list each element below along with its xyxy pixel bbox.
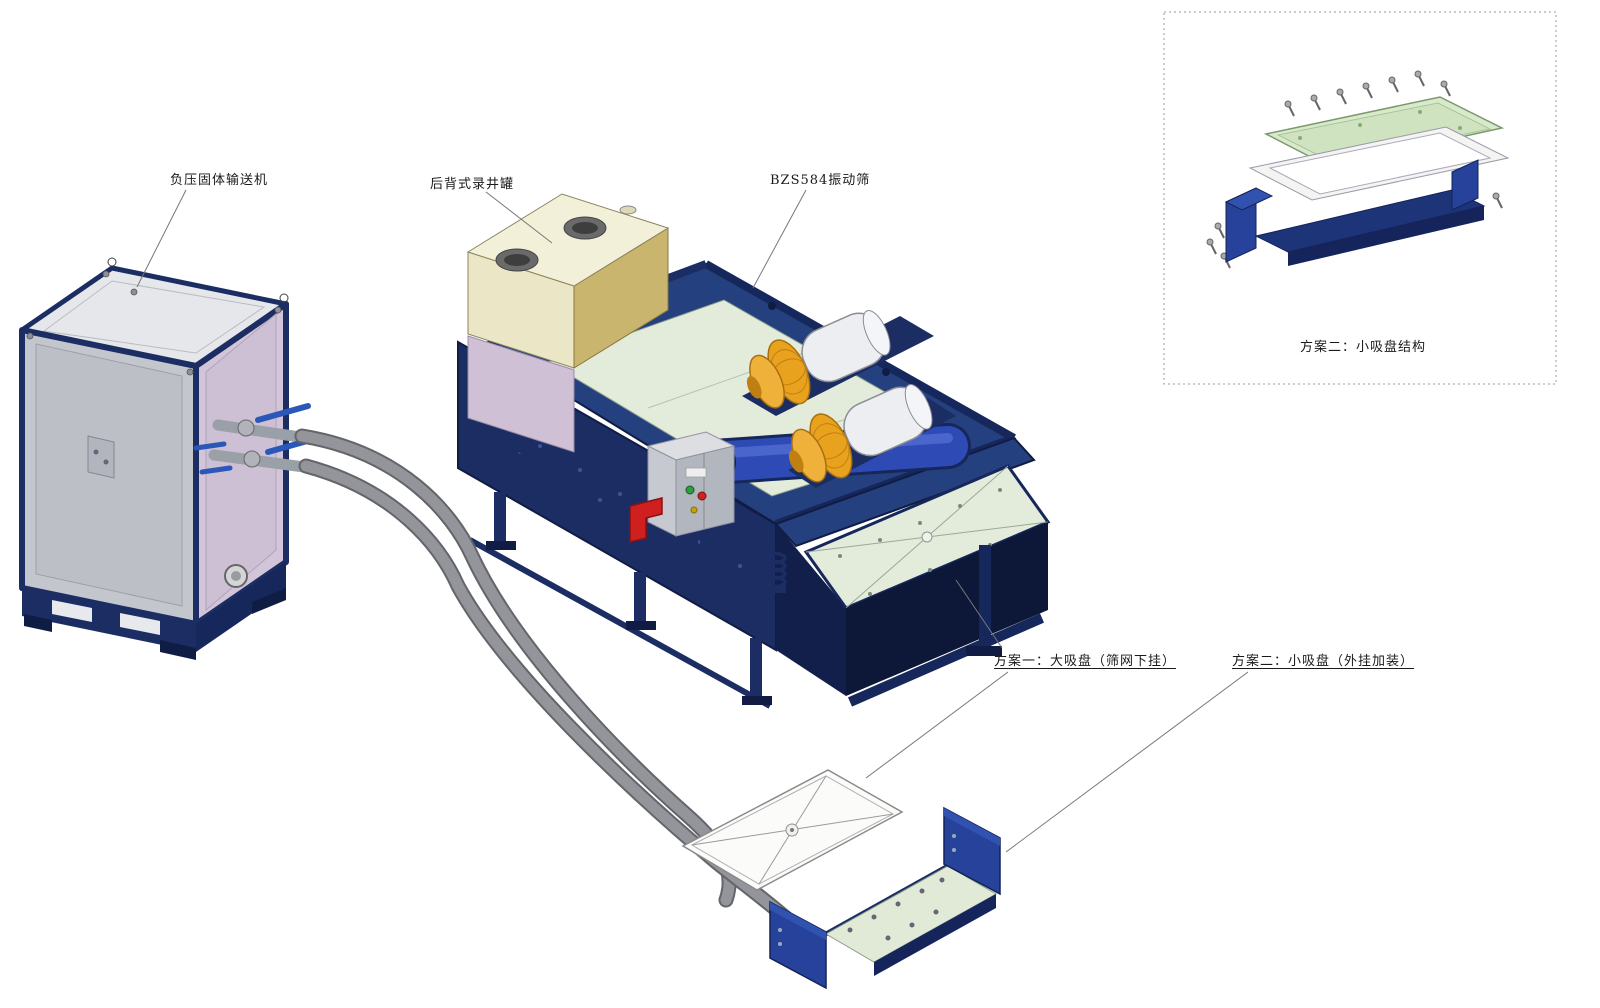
leader-scheme1-up — [955, 579, 1003, 649]
label-shaker: BZS584振动筛 — [770, 173, 871, 188]
valve-handle-4[interactable] — [199, 465, 233, 475]
fork-slot-2 — [120, 613, 160, 635]
suction-plate-large — [681, 769, 904, 891]
button-red[interactable] — [697, 491, 707, 501]
hopper-lavender-panel — [467, 335, 575, 453]
leader-tank — [485, 191, 553, 244]
inset-border — [1163, 11, 1557, 385]
suction-tray-small — [769, 806, 1001, 990]
valve-handle-1[interactable] — [255, 403, 311, 423]
label-scheme1: 方案一：大吸盘（筛网下挂） — [994, 654, 1177, 669]
inset-gasket-frame — [1248, 126, 1510, 201]
conveyor-access-plate — [87, 435, 115, 479]
label-tank: 后背式录井罐 — [430, 177, 515, 192]
label-scheme2: 方案二：小吸盘（外挂加装） — [1232, 654, 1415, 669]
label-conveyor: 负压固体输送机 — [170, 173, 269, 188]
shaker-stand — [468, 492, 1045, 709]
discharge-shadow — [846, 522, 1048, 696]
inset-screws — [1206, 70, 1503, 269]
vibration-motor-2 — [788, 383, 933, 483]
leader-lines — [136, 189, 1249, 853]
valve-handle-3[interactable] — [193, 441, 227, 451]
control-box — [646, 431, 736, 603]
leader-shaker — [752, 189, 807, 289]
inset-caption: 方案二：小吸盘结构 — [1300, 340, 1427, 355]
support-spring-2 — [753, 551, 787, 593]
feed-tank — [466, 193, 670, 453]
leader-scheme2 — [1005, 671, 1249, 853]
support-spring-1 — [491, 439, 525, 481]
leader-scheme1-down — [865, 671, 1009, 779]
discharge-suction-panel — [803, 464, 1051, 610]
vibration-motor-1 — [746, 309, 891, 409]
leader-conveyor — [136, 189, 187, 288]
red-bracket — [629, 497, 663, 543]
button-green[interactable] — [685, 485, 695, 495]
vacuum-conveyor — [19, 257, 321, 660]
inset-green-plate — [1263, 96, 1505, 167]
fork-slot-1 — [52, 600, 92, 622]
inset-panel — [1163, 11, 1557, 385]
inset-blue-tray — [1224, 159, 1486, 266]
valve-assembly — [193, 403, 321, 475]
button-amber[interactable] — [690, 506, 698, 514]
